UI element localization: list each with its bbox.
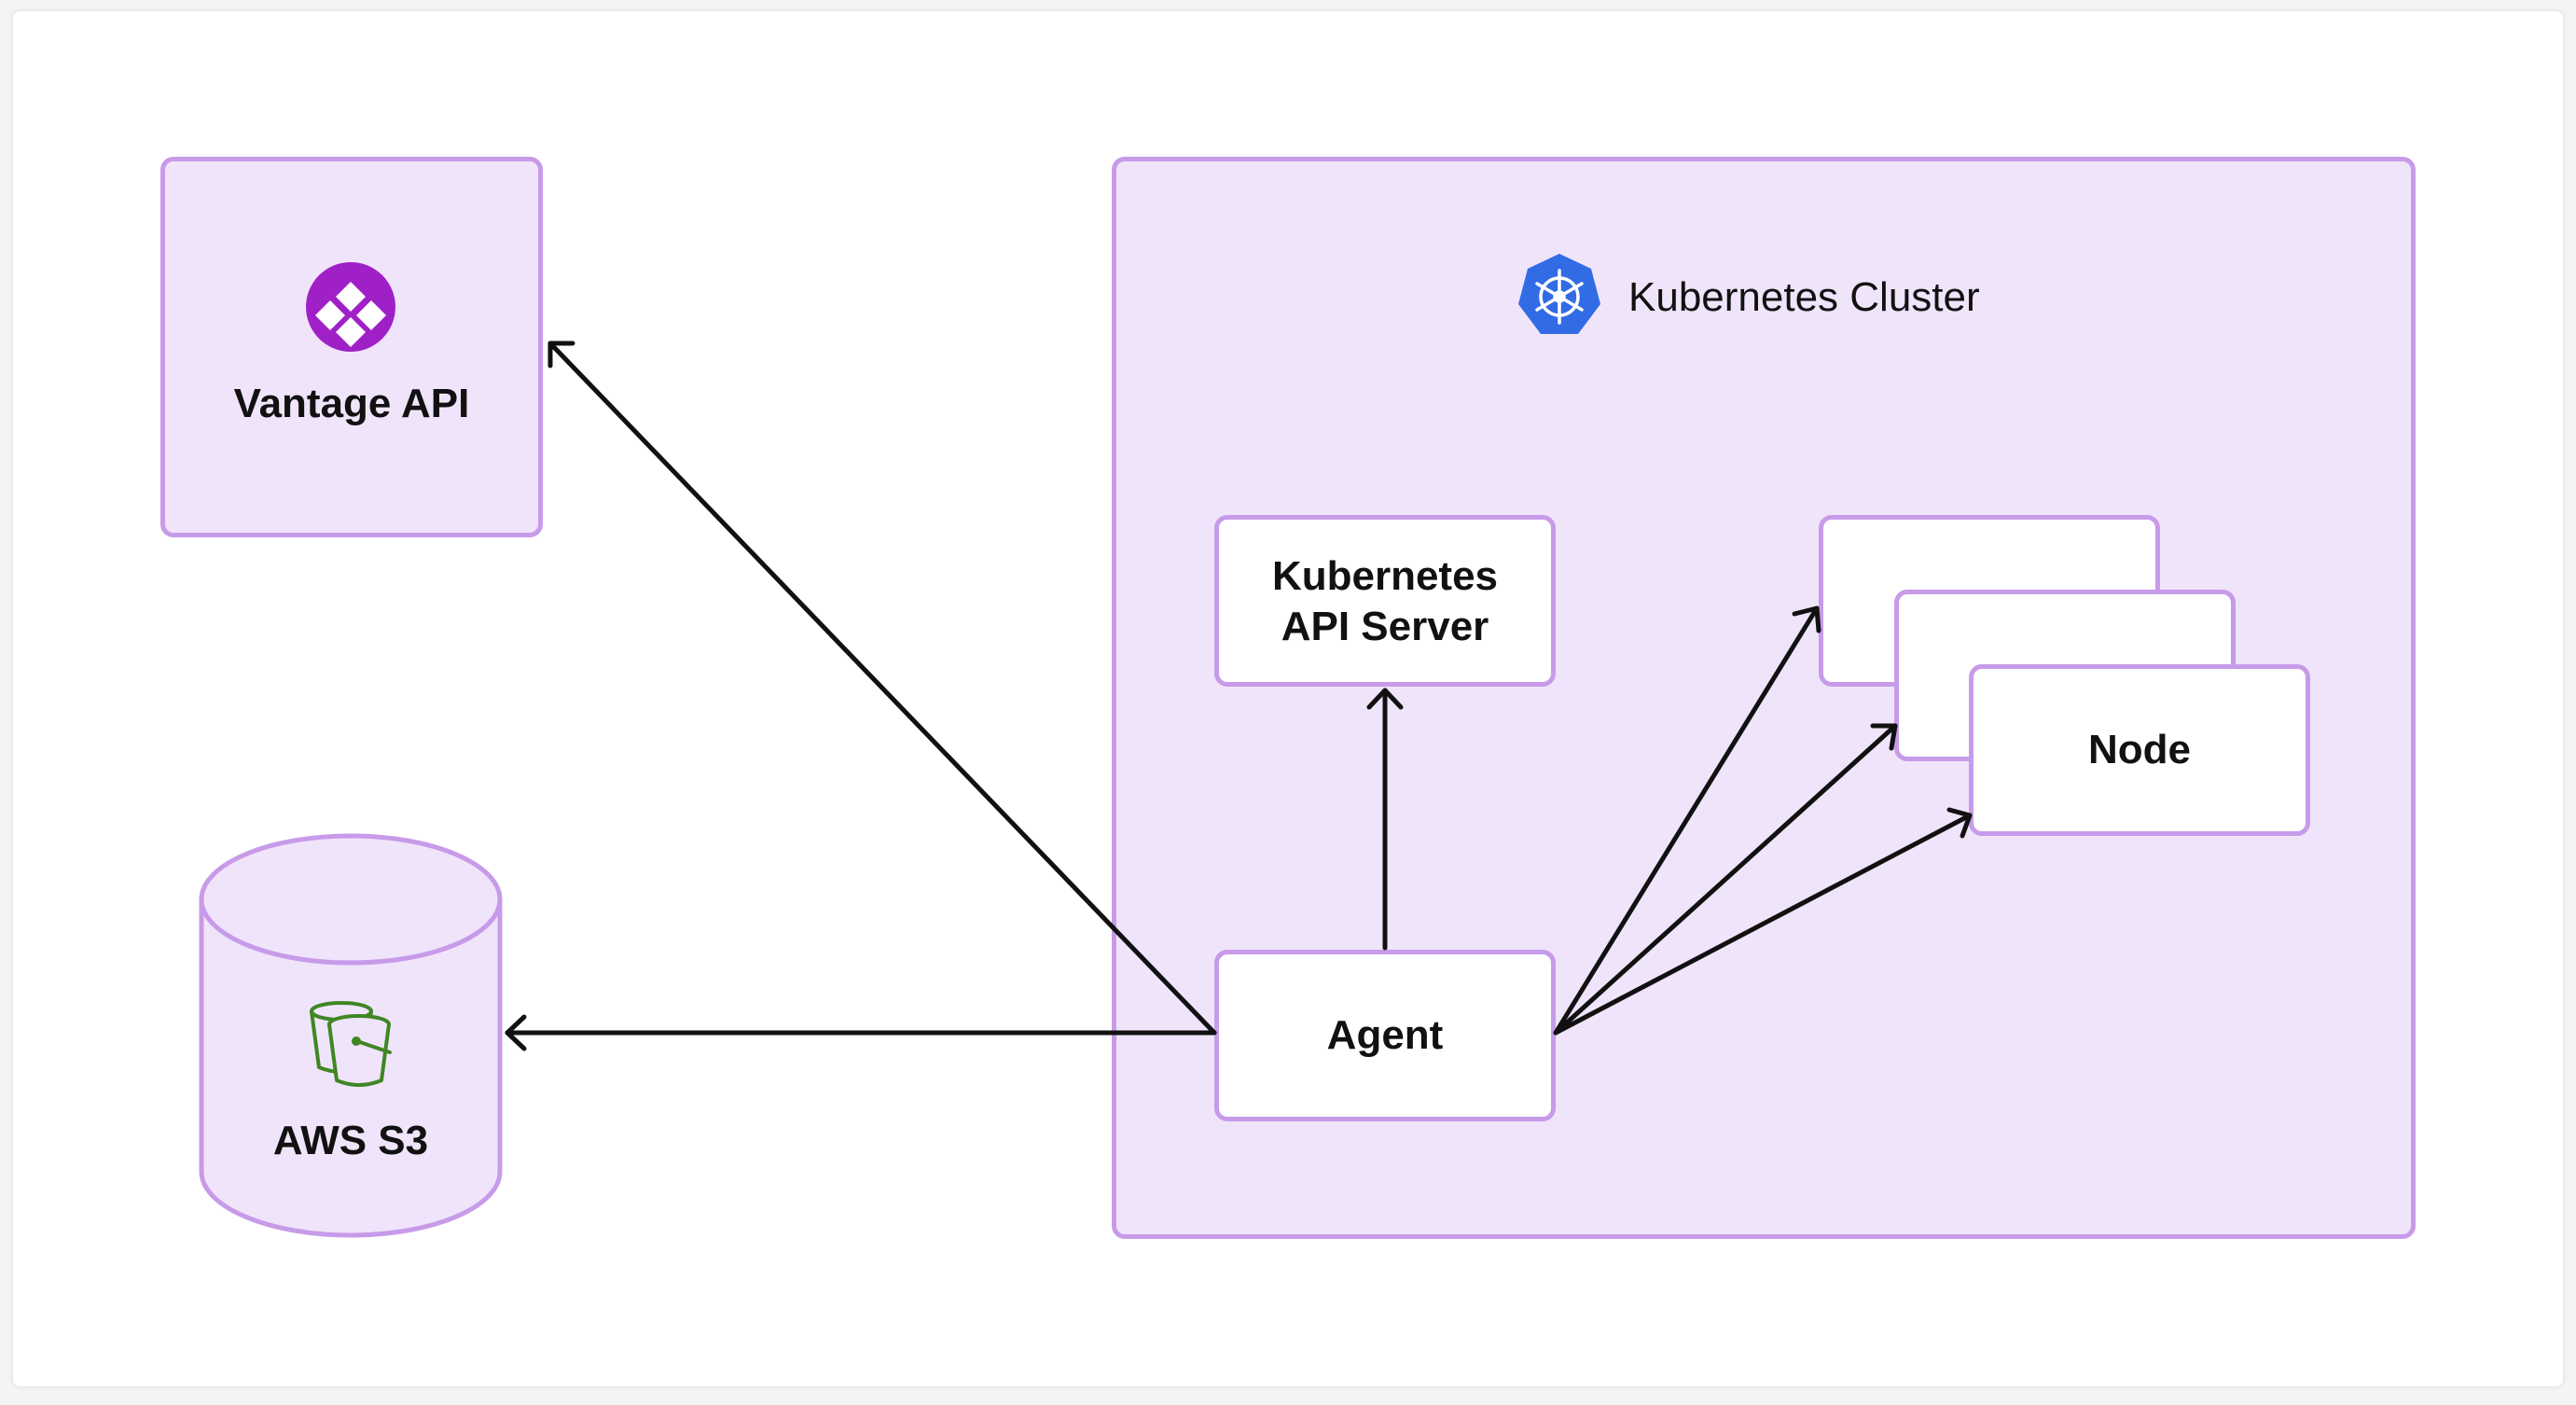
aws-s3-label: AWS S3 <box>272 1118 429 1163</box>
vantage-api-box <box>160 157 543 537</box>
cluster-title: Kubernetes Cluster <box>1628 274 1980 320</box>
api-server-label-line1: Kubernetes <box>1271 553 1499 599</box>
agent-label: Agent <box>1326 1012 1444 1058</box>
api-server-label-line2: API Server <box>1281 604 1489 649</box>
api-server-box <box>1214 515 1556 687</box>
agent-box <box>1214 950 1556 1121</box>
node-label: Node <box>2088 727 2191 772</box>
node-box-front <box>1969 664 2310 836</box>
vantage-api-label: Vantage API <box>233 381 470 426</box>
